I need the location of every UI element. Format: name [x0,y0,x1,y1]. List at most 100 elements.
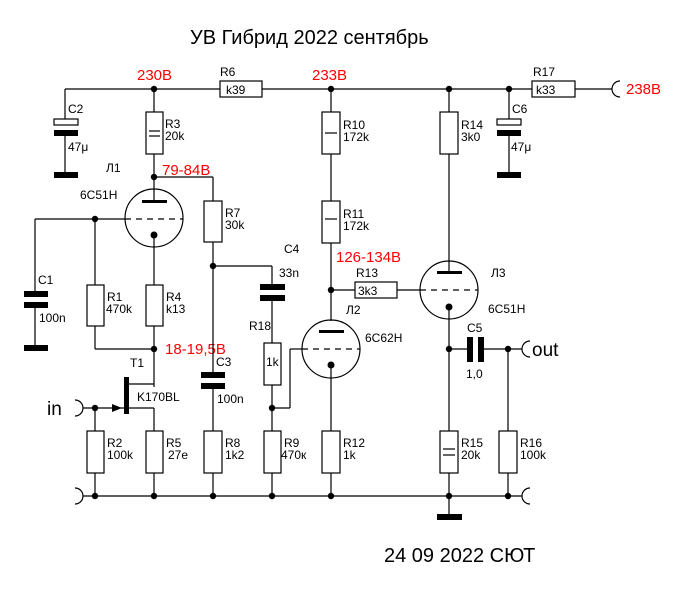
t1-ref: T1 [130,356,144,370]
junction-dot [504,492,512,500]
r13-ref: R13 [356,266,378,280]
r7-value: 30k [225,218,245,232]
resistor-r12: R12 1k [321,430,365,474]
capacitor-c1: C1 100n [24,273,66,351]
capacitor-c4: C4 33n [260,242,300,301]
voltage-label-79-84: 79-84В [162,162,210,179]
output-connector-icon[interactable] [521,340,531,358]
c1-value: 100n [39,311,66,325]
r7-ref: R7 [225,206,241,220]
capacitor-c3: C3 100n [201,355,244,406]
r3-value: 20k [165,129,185,143]
voltage-label-238: 238В [626,81,661,98]
input-ground-connector-icon[interactable] [74,487,84,505]
supply-rail [64,88,612,120]
r17-value: k33 [536,83,556,97]
l2-ref: Л2 [346,303,361,317]
capacitor-c2: C2 47μ [53,102,88,178]
resistor-r15: R15 20k [439,430,483,474]
resistor-r16: R16 100k [498,430,547,474]
resistor-r7: R7 30k [203,200,245,243]
l1-ref: Л1 [106,161,121,175]
resistor-r17: R17 k33 [531,65,576,98]
r15-ref: R15 [461,436,483,450]
voltage-label-126-134: 126-134В [336,249,401,266]
input-label: in [47,399,62,420]
junction-dot [150,492,158,500]
junction-dot [268,492,276,500]
resistor-r10: R10 172k [321,111,370,155]
ground-icon [437,514,462,520]
l3-ref: Л3 [491,266,506,280]
capacitor-c5: C5 1,0 [466,321,484,381]
c4-value: 33n [279,266,299,280]
r11-ref: R11 [343,207,364,221]
capacitor-c6: C6 47μ [496,102,531,178]
resistor-r9: R9 470к [263,430,307,474]
transistor-t1: T1 K170BL [112,356,180,431]
c1-ref: C1 [38,273,54,287]
junction-dot [209,492,217,500]
resistor-r5: R5 27е [145,430,188,474]
input-connector-icon[interactable] [74,399,84,417]
r16-value: 100k [520,448,547,462]
junction-dot [327,492,335,500]
c5-value: 1,0 [466,367,483,381]
l3-type: 6С51Н [488,302,525,316]
r14-ref: R14 [461,118,483,132]
r18-ref: R18 [249,319,271,333]
footer-date-author: 24 09 2022 СЮТ [384,545,535,567]
r16-ref: R16 [520,436,542,450]
r10-ref: R10 [343,118,365,132]
r11-value: 172k [343,219,370,233]
resistor-r6: R6 k39 [219,65,263,98]
r5-value: 27е [168,448,188,462]
c3-ref: C3 [216,355,232,369]
r12-ref: R12 [343,436,365,450]
resistor-r14: R14 3k0 [439,111,483,155]
r3-ref: R3 [165,117,181,131]
junction-dot [445,492,453,500]
r2-ref: R2 [107,436,123,450]
voltage-label-18-19-5: 18-19,5В [165,341,226,358]
r9-value: 470к [281,448,307,462]
c2-value: 47μ [68,140,88,154]
c6-value: 47μ [511,140,531,154]
r13-value: 3k3 [358,284,378,298]
c6-ref: C6 [512,102,528,116]
r14-value: 3k0 [461,130,481,144]
resistor-r8: R8 1k2 [203,430,245,474]
l2-type: 6С62Н [365,331,402,345]
output-ground-connector-icon[interactable] [521,487,531,505]
c2-ref: C2 [68,102,84,116]
r10-value: 172k [343,130,370,144]
resistor-r3: R3 20k [145,111,185,155]
voltage-label-230: 230В [137,67,172,84]
r17-ref: R17 [533,65,555,79]
supply-connector-icon [611,80,621,98]
schematic-title: УВ Гибрид 2022 сентябрь [190,27,429,49]
r4-value: k13 [166,302,186,316]
output-label: out [532,340,559,361]
c4-ref: C4 [284,242,300,256]
t1-type: K170BL [137,390,180,404]
r5-ref: R5 [166,436,182,450]
resistor-r11: R11 172k [321,200,370,244]
r1-ref: R1 [107,290,123,304]
tube-l2: Л2 6С62Н [301,303,402,379]
r4-ref: R4 [166,290,182,304]
r18-value: 1k [266,355,280,369]
r15-value: 20k [461,448,481,462]
r1-value: 470k [106,302,133,316]
r6-value: k39 [226,83,246,97]
r6-ref: R6 [220,65,236,79]
resistor-r4: R4 k13 [145,284,186,327]
r8-value: 1k2 [225,448,245,462]
resistor-r2: R2 100k [86,430,134,474]
c3-value: 100n [217,392,244,406]
r8-ref: R8 [225,436,241,450]
c5-ref: C5 [467,321,483,335]
junction-dot [150,345,158,353]
junction-dot [91,492,99,500]
